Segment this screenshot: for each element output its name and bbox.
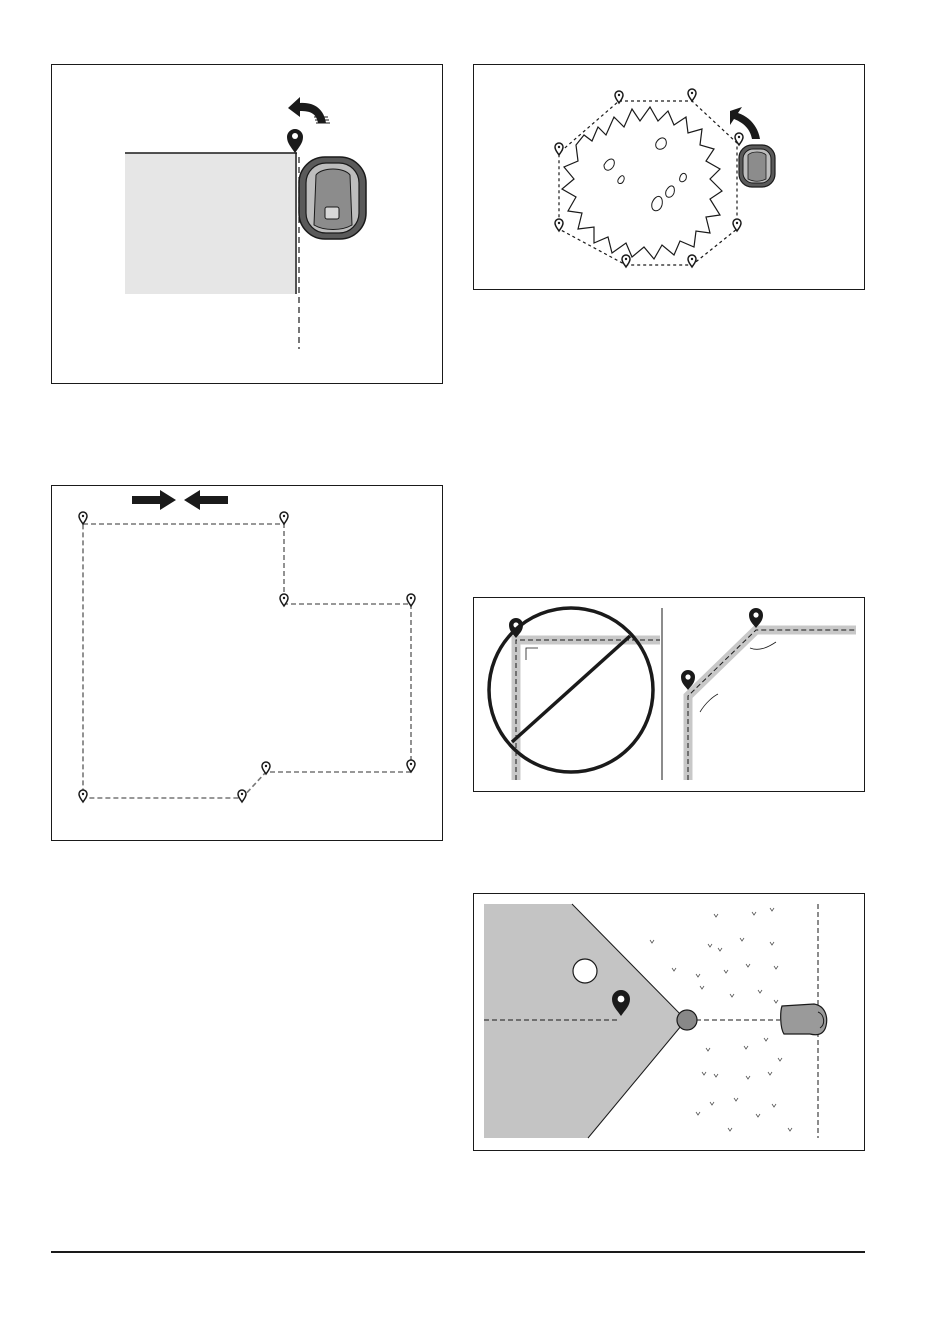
- obstacle-point: [677, 1010, 697, 1030]
- waypoint-pin-icon: [622, 255, 630, 267]
- incorrect-corner: [489, 608, 660, 780]
- waypoint-pin-icon: [280, 512, 288, 524]
- waypoint-pin-icon: [688, 255, 696, 267]
- figure-corner-drawing: [52, 65, 444, 385]
- figure-corner-angle: [473, 597, 865, 792]
- waypoint-pin-icon: [555, 143, 563, 155]
- waypoint-pin-icon: [688, 89, 696, 101]
- figure-obstacle-drawing: [474, 894, 866, 1152]
- figure-obstacle-approach: [473, 893, 865, 1151]
- figure-boundary-drawing: [52, 486, 444, 842]
- bush-icon: [562, 107, 722, 259]
- waypoint-markers: [79, 512, 415, 802]
- waypoint-pin-icon: [79, 790, 87, 802]
- figure-corner-waypoint: [51, 64, 443, 384]
- arrow-left-icon: [184, 490, 228, 510]
- waypoint-pin-icon: [407, 594, 415, 606]
- waypoint-pin-icon: [733, 219, 741, 231]
- work-area: [484, 904, 686, 1138]
- waypoint-pin-icon: [407, 760, 415, 772]
- boundary-path: [83, 524, 411, 798]
- turn-arrow-icon: [288, 97, 330, 123]
- waypoint-pin-icon: [749, 608, 763, 628]
- work-area: [125, 153, 295, 294]
- waypoint-pin-icon: [262, 762, 270, 774]
- waypoint-pin-icon: [287, 129, 303, 153]
- figure-bush-waypoints: [473, 64, 865, 290]
- waypoint-pin-icon: [555, 219, 563, 231]
- footer-rule: [51, 1251, 865, 1253]
- white-marker: [573, 959, 597, 983]
- waypoint-pin-icon: [735, 133, 743, 145]
- figure-boundary-layout: [51, 485, 443, 841]
- figure-corner-angle-drawing: [474, 598, 866, 793]
- figure-bush-drawing: [474, 65, 866, 291]
- robotic-mower-icon: [299, 157, 366, 239]
- turn-arrow-icon: [730, 107, 760, 139]
- correct-corner: [681, 608, 856, 780]
- arrow-right-icon: [132, 490, 176, 510]
- robotic-mower-icon: [739, 145, 775, 187]
- robotic-mower-icon: [781, 1004, 827, 1035]
- waypoint-pin-icon: [79, 512, 87, 524]
- waypoint-pin-icon: [238, 790, 246, 802]
